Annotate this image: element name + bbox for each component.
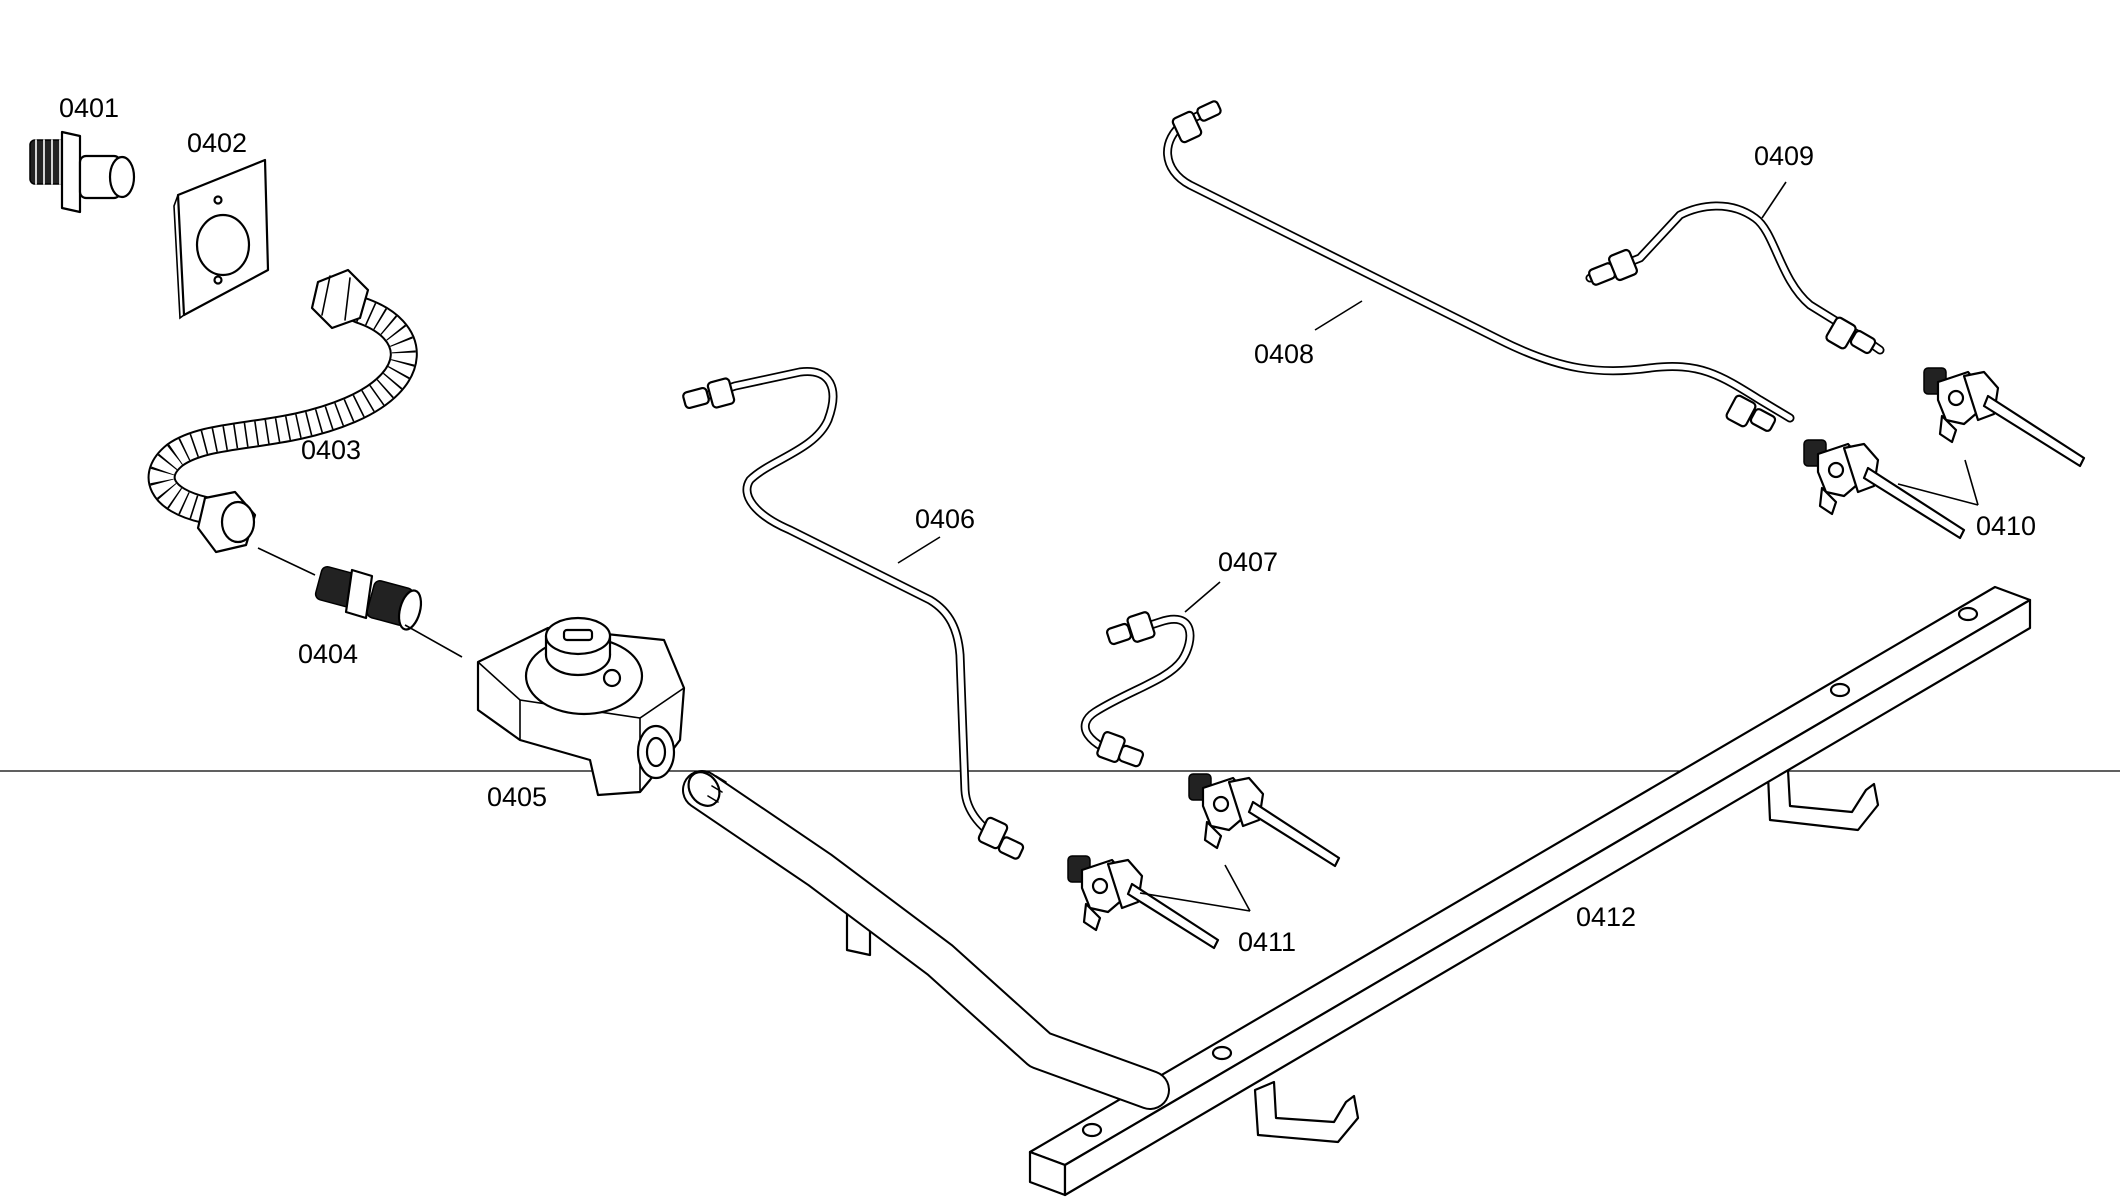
label-0410: 0410 xyxy=(1976,511,2036,541)
part-0406-tube xyxy=(682,367,1025,860)
label-0408: 0408 xyxy=(1254,339,1314,369)
part-0405-regulator xyxy=(476,616,686,797)
label-0411: 0411 xyxy=(1238,927,1296,957)
label-0401: 0401 xyxy=(59,93,119,123)
part-0404-adapter xyxy=(314,566,423,631)
label-0405: 0405 xyxy=(487,782,547,812)
label-0407: 0407 xyxy=(1218,547,1278,577)
label-0404: 0404 xyxy=(298,639,358,669)
part-0410-valves xyxy=(1803,367,2086,540)
leader-lines xyxy=(257,181,1979,912)
part-0402-plate xyxy=(173,158,270,320)
label-0406: 0406 xyxy=(915,504,975,534)
part-0407-tube xyxy=(1080,611,1195,768)
label-0409: 0409 xyxy=(1754,141,1814,171)
label-0403: 0403 xyxy=(301,435,361,465)
label-0412: 0412 xyxy=(1576,902,1636,932)
label-0402: 0402 xyxy=(187,128,247,158)
part-0411-valves xyxy=(1067,773,1341,950)
part-0409-tube xyxy=(1585,201,1885,355)
part-0401-fitting xyxy=(29,130,136,214)
part-0403-hose xyxy=(147,268,418,554)
part-0412-manifold xyxy=(682,585,2032,1197)
part-0408-tube xyxy=(1163,100,1795,432)
